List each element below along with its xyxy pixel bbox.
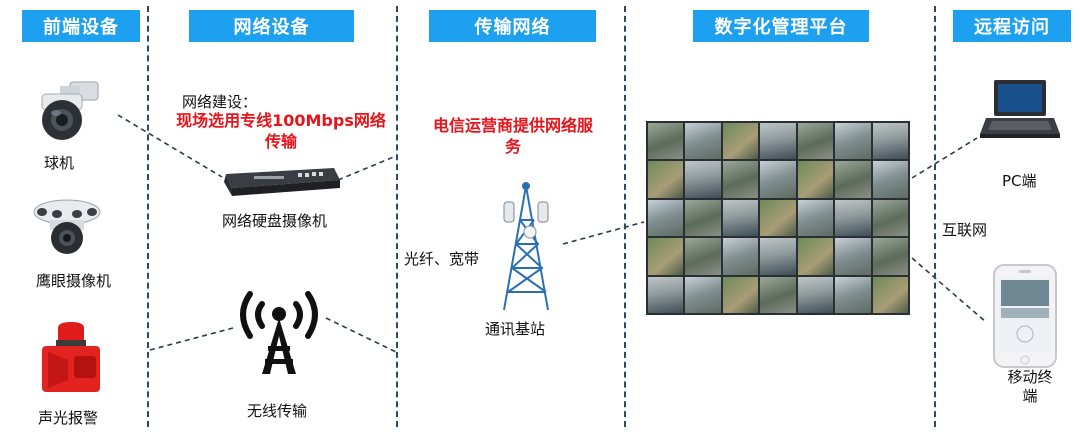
header-platform: 数字化管理平台 [693,10,869,42]
divider-2 [396,6,398,427]
video-feed [873,200,908,236]
video-feed [835,200,870,236]
base-station-label: 通讯基站 [485,318,545,339]
video-feed [873,123,908,159]
video-feed [648,238,683,274]
video-feed [723,161,758,197]
video-feed [798,238,833,274]
video-feed [685,238,720,274]
nvr-recorder-icon [218,166,342,200]
video-feed [798,200,833,236]
internet-label: 互联网 [942,219,987,240]
video-feed [873,277,908,313]
nvr-label: 网络硬盘摄像机 [222,210,327,231]
video-feed [835,238,870,274]
header-frontend: 前端设备 [22,10,140,42]
video-feed [685,123,720,159]
eagle-eye-camera-icon [30,192,104,258]
video-feed [798,277,833,313]
video-feed [798,161,833,197]
video-feed [723,200,758,236]
video-feed [648,200,683,236]
video-feed [723,277,758,313]
link-wireless-to-transport [326,318,396,352]
video-feed [760,123,795,159]
divider-4 [934,6,936,427]
divider-1 [147,6,149,427]
link-nvr-to-transport [338,156,396,180]
video-feed [760,277,795,313]
video-feed [685,200,720,236]
video-feed [798,123,833,159]
header-transport: 传输网络 [429,10,596,42]
transport-highlight-text: 电信运营商提供网络服务 [432,115,594,157]
video-feed [648,161,683,197]
video-feed [648,123,683,159]
video-feed [835,123,870,159]
link-platform-to-pc [912,138,977,178]
video-feed [723,238,758,274]
alarm-siren-icon [34,322,108,396]
dome-camera-label: 球机 [44,152,74,173]
video-feed [873,161,908,197]
pc-label: PC端 [1002,170,1037,191]
pc-laptop-icon [980,78,1060,140]
header-network: 网络设备 [189,10,354,42]
video-feed [873,238,908,274]
video-feed [760,238,795,274]
link-alarm-to-wireless [150,328,233,350]
network-highlight-text: 现场选用专线100Mbps网络传输 [170,110,392,152]
video-feed [685,161,720,197]
wireless-label: 无线传输 [247,400,307,421]
mobile-phone-icon [993,264,1057,368]
wireless-tower-icon [232,284,326,376]
eagle-eye-camera-label: 鹰眼摄像机 [36,270,111,291]
network-build-label: 网络建设： [182,91,257,112]
video-feed [760,161,795,197]
link-platform-to-mobile [912,258,986,322]
fiber-broadband-label: 光纤、宽带 [404,248,479,269]
divider-3 [624,6,626,427]
alarm-label: 声光报警 [38,407,98,428]
link-tower-to-platform [563,222,644,244]
base-station-tower-icon [490,180,562,312]
video-wall-display [646,121,910,315]
video-feed [648,277,683,313]
header-remote: 远程访问 [953,10,1071,42]
dome-camera-icon [30,72,104,146]
mobile-label: 移动终端 [1002,368,1058,406]
video-feed [685,277,720,313]
video-feed [723,123,758,159]
video-feed [760,200,795,236]
video-feed [835,161,870,197]
video-feed [835,277,870,313]
